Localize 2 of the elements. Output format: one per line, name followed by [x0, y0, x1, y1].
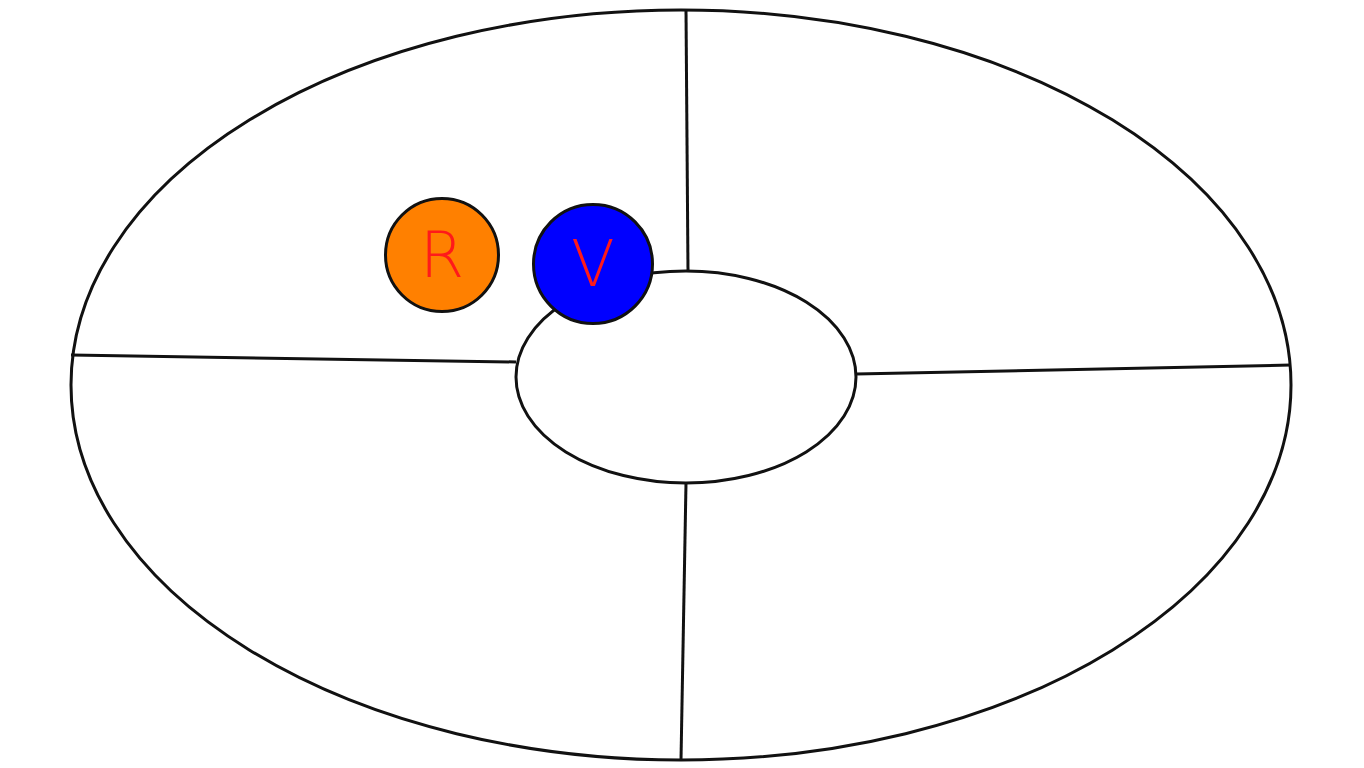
token-letter: R — [419, 223, 465, 287]
token-letter: V — [571, 232, 615, 296]
